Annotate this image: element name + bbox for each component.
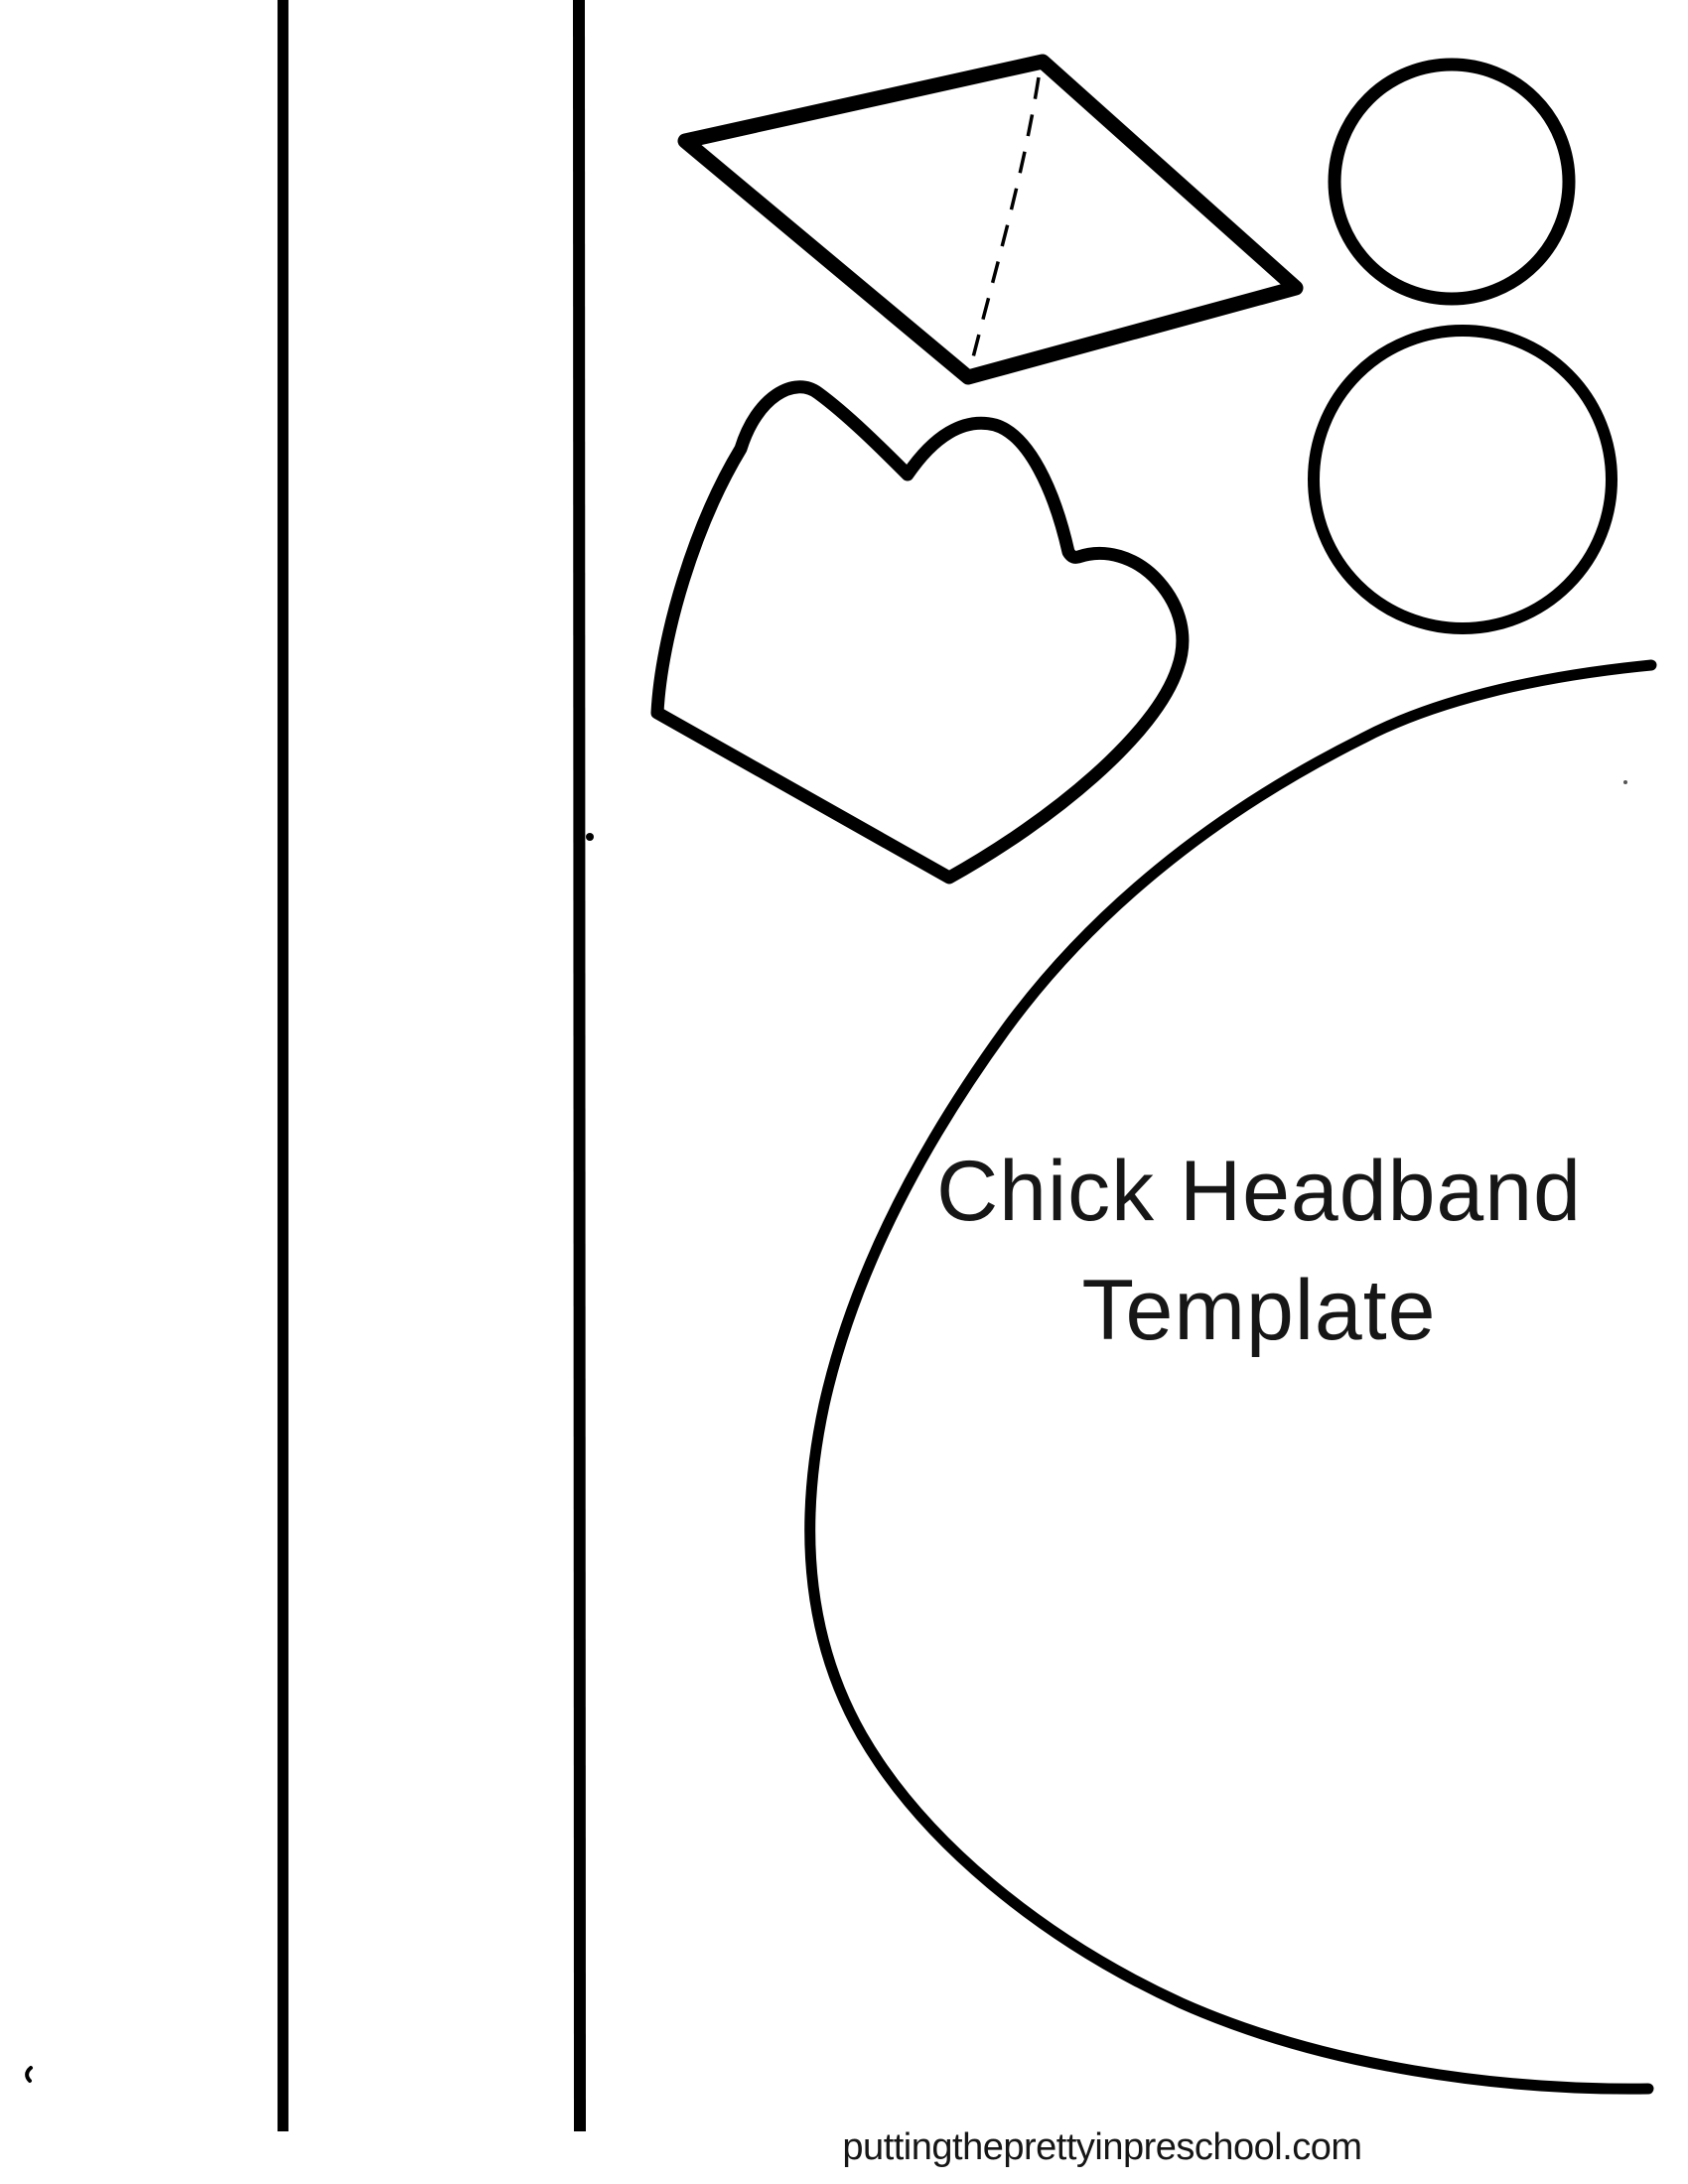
headband-strip-line-right (573, 0, 586, 2132)
page-title: Chick Headband Template (931, 1132, 1587, 1370)
bracket-mark-bottom-left (25, 2066, 33, 2083)
title-line-2: Template (1081, 1263, 1437, 1358)
beak-diamond-outline (677, 54, 1304, 385)
wing-outline (650, 380, 1190, 885)
head-oval-arc (804, 659, 1657, 2095)
title-line-1: Chick Headband (936, 1144, 1582, 1239)
footer-url: puttingtheprettyinpreschool.com (842, 2126, 1362, 2168)
speck-right (1623, 780, 1627, 784)
eye-circle-small (1328, 58, 1576, 306)
eye-circle-large (1308, 325, 1618, 634)
ink-dot-near-wing (586, 833, 594, 841)
beak-fold-dashed-line (969, 76, 1041, 366)
